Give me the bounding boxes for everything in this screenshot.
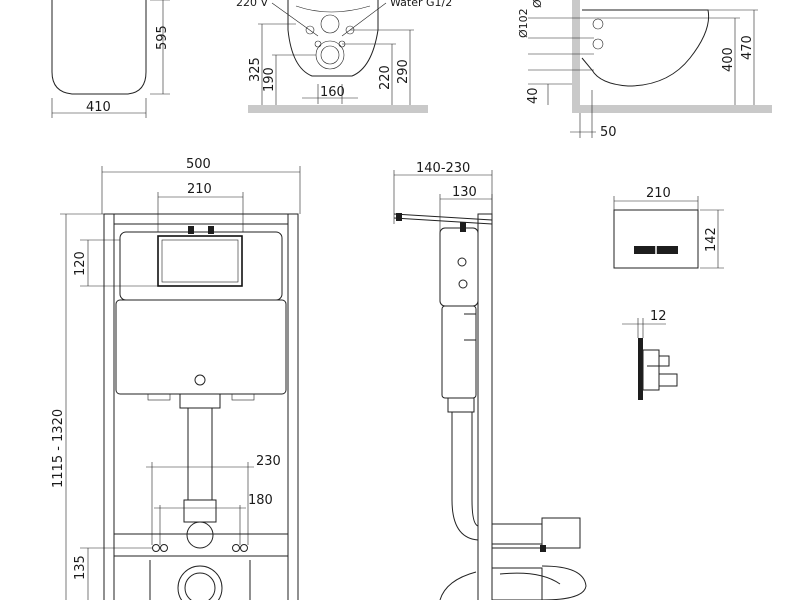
dim-220: 220	[378, 65, 393, 90]
dim-180: 180	[248, 493, 273, 508]
frame-front-view: 500 210	[51, 157, 301, 600]
bowl-height-label: 595	[155, 25, 170, 50]
phi102-label: Ø102	[517, 8, 530, 38]
dim-160: 160	[320, 85, 345, 100]
dim-40: 40	[526, 87, 541, 104]
dim-400: 400	[721, 47, 736, 72]
power-label: 220 V	[236, 0, 268, 9]
floor-strip	[248, 105, 428, 113]
dim-50: 50	[600, 125, 617, 140]
dim-230: 230	[256, 454, 281, 469]
dim-290: 290	[396, 59, 411, 84]
phi-label: Ø	[531, 0, 544, 8]
dim-120: 120	[73, 251, 88, 276]
floor-strip	[572, 105, 772, 113]
side-depth-label: 140-230	[416, 161, 470, 176]
dim-470: 470	[740, 35, 755, 60]
frame-width-label: 500	[186, 157, 211, 172]
frame-inner-label: 210	[187, 182, 212, 197]
flush-plate-view: 210 142 12	[613, 186, 724, 400]
dim-325: 325	[248, 57, 263, 82]
plate-width-label: 210	[646, 186, 671, 201]
dim-135: 135	[73, 555, 88, 580]
plate-height-label: 142	[704, 227, 719, 252]
bowl-side-view: Ø Ø102 40 400 470 50	[517, 0, 772, 140]
frame-side-view: 140-230 130	[393, 161, 587, 600]
water-label: Water G1/2	[390, 0, 452, 9]
plate-thick-label: 12	[650, 309, 667, 324]
dim-190: 190	[262, 67, 277, 92]
bowl-width-label: 410	[86, 100, 111, 115]
bowl-rear-view: 220 V Water G1/2 325 190 220 290 160	[236, 0, 452, 113]
side-tank-label: 130	[452, 185, 477, 200]
flush-plate	[613, 209, 699, 269]
bowl-top-view: 595 410	[51, 0, 170, 118]
frame-height-label: 1115 - 1320	[51, 409, 66, 488]
